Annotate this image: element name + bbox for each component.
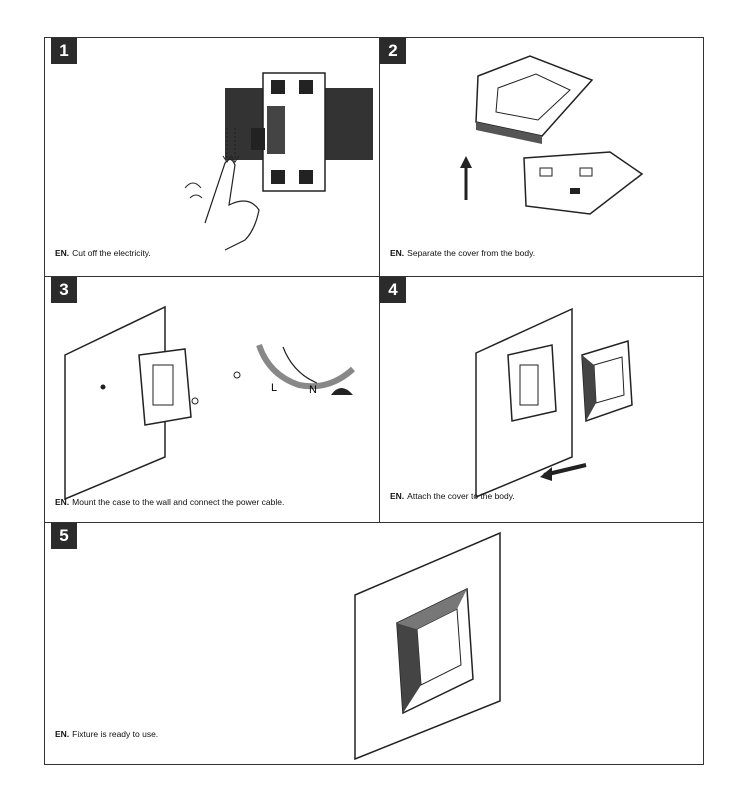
installed-fixture-illustration	[354, 531, 501, 761]
step-3-lang: EN.	[55, 497, 70, 507]
circuit-breaker-illustration	[184, 72, 373, 251]
wall-mount-illustration: L N	[64, 305, 356, 501]
step-1-panel: 1 EN.Cut off the electricity.	[45, 38, 379, 276]
step-1-text: Cut off the electricity.	[72, 248, 151, 258]
step-4-number: 4	[380, 277, 406, 303]
wire-label-live: L	[271, 382, 277, 394]
divider-vertical	[379, 38, 380, 522]
step-5-text: Fixture is ready to use.	[72, 729, 159, 739]
step-3-number: 3	[51, 277, 77, 303]
wire-label-neutral: N	[309, 384, 317, 396]
cover-body-separation-illustration	[460, 55, 644, 215]
step-4-text: Attach the cover to the body.	[407, 491, 515, 501]
step-4-panel: 4 EN.Attach the cover to the body.	[380, 277, 703, 522]
step-2-text: Separate the cover from the body.	[407, 248, 536, 258]
step-5-caption: EN.Fixture is ready to use.	[55, 729, 158, 739]
step-2-panel: 2 EN.Separate the cover from the body.	[380, 38, 703, 276]
step-5-panel: 5 EN.Fixture is ready to use.	[45, 523, 703, 764]
step-3-text: Mount the case to the wall and connect t…	[72, 497, 285, 507]
divider-row-2	[45, 522, 703, 523]
divider-row-1	[45, 276, 703, 277]
step-4-lang: EN.	[390, 491, 405, 501]
instruction-sheet: 1 EN.Cut off the electricity. 2	[44, 37, 704, 765]
step-3-caption: EN.Mount the case to the wall and connec…	[55, 497, 284, 507]
step-2-lang: EN.	[390, 248, 405, 258]
step-2-number: 2	[380, 38, 406, 64]
step-3-panel: 3 L N EN.Mount the case to the wall and …	[45, 277, 379, 522]
step-5-lang: EN.	[55, 729, 70, 739]
step-1-number: 1	[51, 38, 77, 64]
attach-cover-illustration	[475, 307, 633, 499]
step-4-caption: EN.Attach the cover to the body.	[390, 491, 515, 501]
step-1-lang: EN.	[55, 248, 70, 258]
step-2-caption: EN.Separate the cover from the body.	[390, 248, 535, 258]
step-5-number: 5	[51, 523, 77, 549]
step-1-caption: EN.Cut off the electricity.	[55, 248, 151, 258]
